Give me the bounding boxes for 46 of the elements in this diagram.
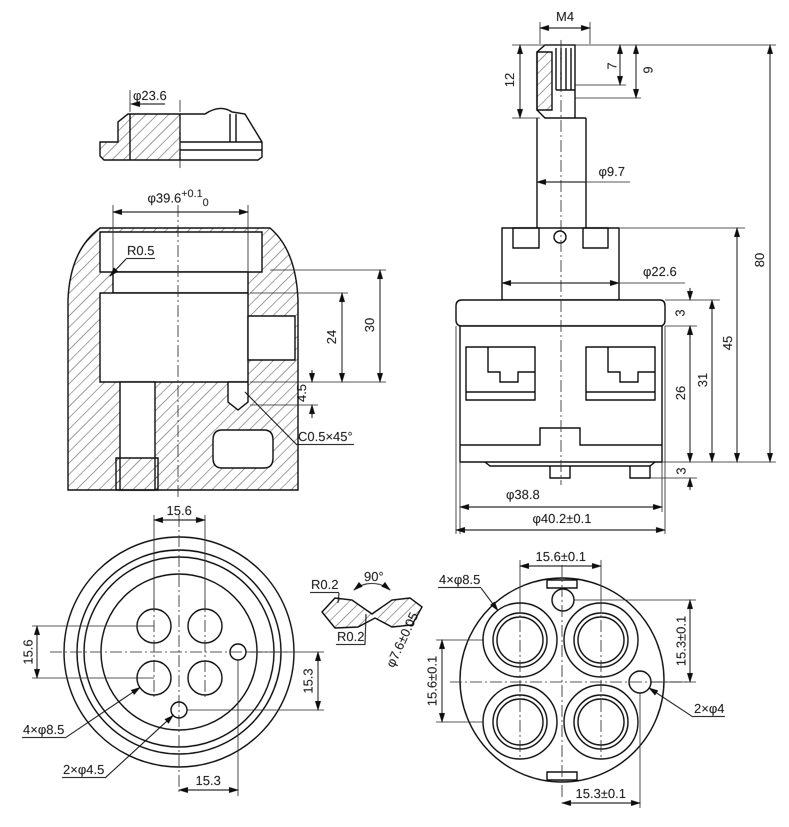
callout-label: 4×φ8.5: [438, 573, 482, 588]
dimension-label: 15.3±0.1: [576, 787, 626, 801]
dimension-label: φ9.7: [598, 165, 626, 179]
leader-line: [480, 588, 498, 612]
leader-line: [64, 686, 141, 738]
port-hole: [482, 602, 558, 678]
leader-line: [104, 714, 174, 778]
dimension-label: 9: [641, 66, 656, 74]
dimension-label: 15.3: [301, 668, 316, 694]
dimension-label: 15.3±0.1: [674, 616, 688, 666]
pin-hole: [628, 670, 652, 694]
leader-line: [338, 592, 340, 604]
callout-label: R0.2: [310, 578, 340, 593]
dimension-label: 12: [503, 72, 518, 88]
dimension-label: 24: [325, 330, 340, 344]
dimension-label: 3: [674, 467, 688, 475]
dimension-label: M4: [556, 10, 574, 24]
port-hole: [136, 660, 172, 696]
dimension-label: 15.6: [21, 639, 36, 665]
dimension-label: 15.6±0.1: [536, 550, 586, 564]
callout-label: 2×φ4.5: [62, 763, 106, 778]
dimension-label: φ38.8: [506, 488, 540, 502]
leader-line: [364, 614, 366, 646]
leader-line: [648, 688, 694, 718]
dimension-label: φ23.6: [133, 89, 167, 103]
dimension-label: 15.3: [196, 774, 221, 788]
pin-hole: [170, 701, 188, 719]
dimension-label: 26: [674, 386, 688, 400]
dimension-label: 30: [363, 318, 378, 332]
dimension-label: 15.6±0.1: [424, 656, 439, 706]
dimension-label: 3: [673, 309, 688, 317]
dimension-label: 7: [605, 62, 620, 70]
dimension-label: 90°: [364, 570, 384, 584]
dimension-label: 31: [696, 372, 710, 388]
callout-label: R0.5: [126, 244, 156, 259]
dimension-label: 15.6: [166, 504, 192, 518]
dimension-label: 80: [753, 252, 768, 268]
leader-line: [109, 258, 126, 277]
callout-label: C0.5×45°: [297, 430, 354, 445]
dimension-label: 45: [721, 336, 736, 350]
callout-label: 2×φ4: [693, 702, 726, 717]
dimension-label: φ22.6: [643, 265, 677, 279]
leader-line: [244, 392, 298, 446]
callout-label: R0.2: [336, 630, 366, 645]
callout-label: 4×φ8.5: [22, 723, 66, 738]
dimension-label: φ40.2±0.1: [532, 512, 592, 526]
